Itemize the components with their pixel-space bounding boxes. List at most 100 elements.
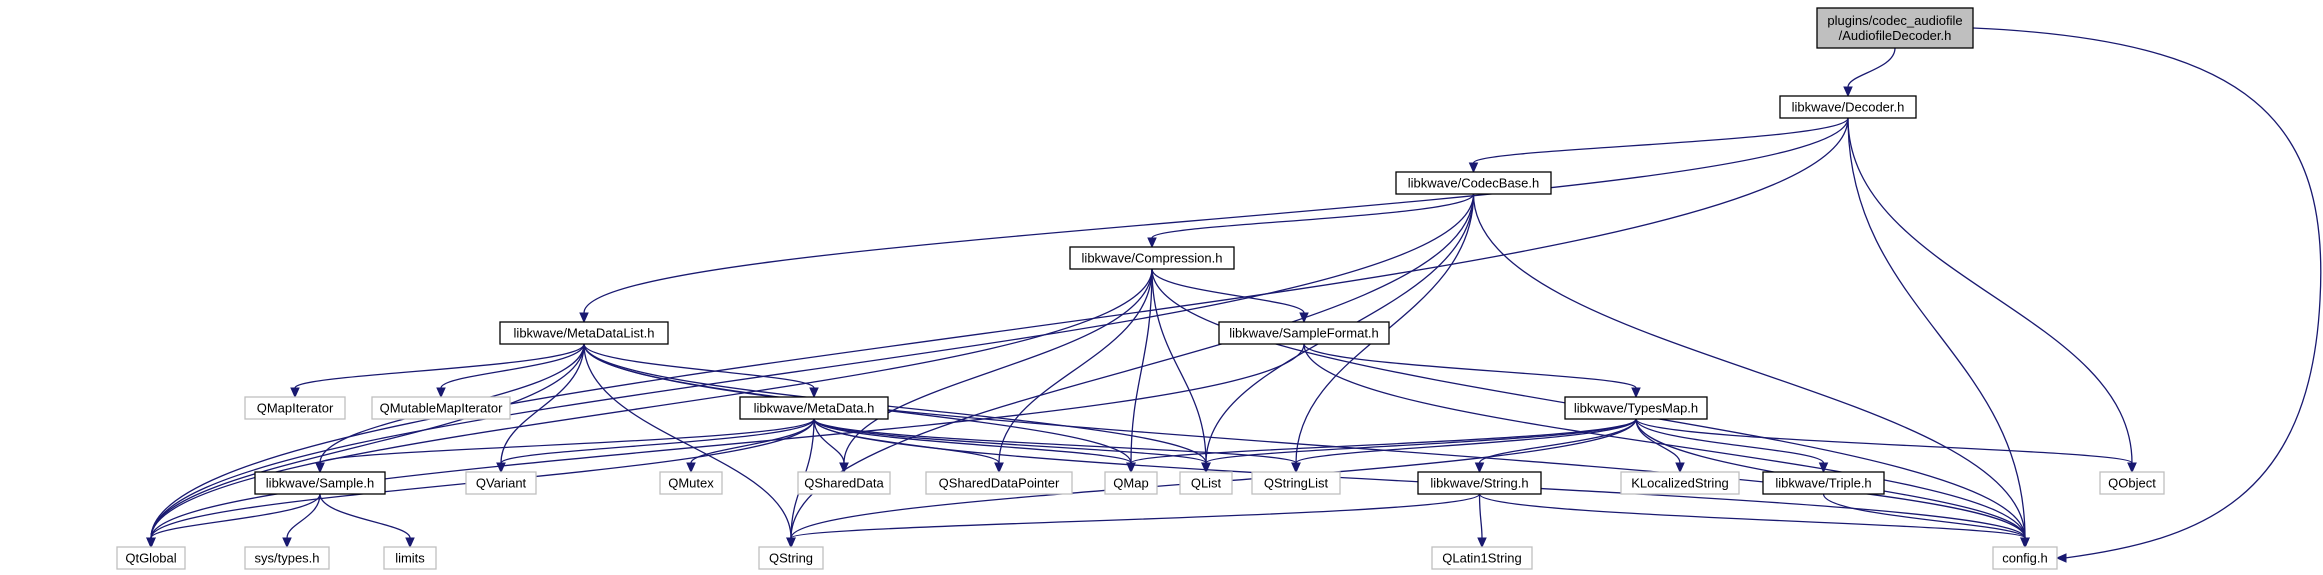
node-sampleformat[interactable]: libkwave/SampleFormat.h bbox=[1218, 321, 1390, 345]
node-string[interactable]: libkwave/String.h bbox=[1417, 471, 1542, 495]
node-qmutablemapiterator-label: QMutableMapIterator bbox=[380, 401, 504, 416]
node-codecbase[interactable]: libkwave/CodecBase.h bbox=[1395, 171, 1552, 195]
arrow-sample-limits bbox=[405, 537, 415, 549]
edge-sample-limits bbox=[319, 493, 411, 539]
node-decoder[interactable]: libkwave/Decoder.h bbox=[1779, 95, 1917, 119]
node-qstringlist: QStringList bbox=[1251, 471, 1341, 495]
node-qtglobal-box bbox=[116, 546, 186, 570]
arrow-metadata-sample bbox=[315, 462, 325, 474]
edge-compression-qshareddatapointer bbox=[998, 268, 1153, 464]
node-qmutex: QMutex bbox=[659, 471, 723, 495]
node-qmapiterator-label: QMapIterator bbox=[257, 401, 334, 416]
node-sampleformat-box bbox=[1218, 321, 1390, 345]
edge-triple-config bbox=[1822, 493, 2026, 539]
arrow-codecbase-compression bbox=[1147, 237, 1157, 249]
edge-decoder-config bbox=[1847, 117, 2026, 539]
edge-decoder-metadatalist bbox=[583, 117, 1849, 314]
edge-metadatalist-metadata bbox=[583, 343, 815, 389]
arrow-triple-config bbox=[2020, 537, 2030, 549]
edge-codecbase-qtglobal bbox=[150, 193, 1475, 539]
edge-sampleformat-qtglobal bbox=[150, 343, 1305, 539]
node-triple-box bbox=[1762, 471, 1885, 495]
node-limits-label: limits bbox=[395, 551, 425, 566]
arrow-metadata-qshareddatapointer bbox=[994, 462, 1004, 474]
node-qmutablemapiterator: QMutableMapIterator bbox=[371, 396, 511, 420]
edge-root-decoder bbox=[1847, 47, 1896, 88]
edge-decoder-qtglobal bbox=[150, 117, 1849, 539]
edge-typesmap-qobject bbox=[1635, 418, 2133, 464]
node-qstring-label: QString bbox=[769, 551, 813, 566]
node-limits-box bbox=[383, 546, 437, 570]
node-compression-box bbox=[1069, 246, 1235, 270]
arrow-metadatalist-qmutablemapiterator bbox=[436, 387, 446, 399]
edge-typesmap-qmap bbox=[1130, 418, 1637, 464]
node-codecbase-box bbox=[1395, 171, 1552, 195]
node-klocalizedstring-box bbox=[1620, 471, 1740, 495]
node-string-box bbox=[1417, 471, 1542, 495]
edge-metadatalist-qlist bbox=[583, 343, 1207, 464]
edge-metadata-qmutex bbox=[690, 418, 815, 464]
node-sample[interactable]: libkwave/Sample.h bbox=[254, 471, 386, 495]
node-compression-label: libkwave/Compression.h bbox=[1082, 251, 1223, 266]
edge-string-config bbox=[1478, 493, 2026, 539]
edge-root-config bbox=[1972, 27, 2322, 559]
node-sampleformat-label: libkwave/SampleFormat.h bbox=[1229, 326, 1379, 341]
arrow-root-config bbox=[2055, 553, 2067, 563]
node-config: config.h bbox=[1992, 546, 2058, 570]
node-sample-box bbox=[254, 471, 386, 495]
node-qobject-label: QObject bbox=[2108, 476, 2156, 491]
edge-metadatalist-config bbox=[583, 343, 2026, 539]
node-qshareddata: QSharedData bbox=[797, 471, 891, 495]
node-qlatin1string: QLatin1String bbox=[1431, 546, 1533, 570]
node-limits: limits bbox=[383, 546, 437, 570]
node-root-label: plugins/codec_audiofile bbox=[1827, 13, 1962, 28]
edge-sample-qtglobal bbox=[150, 493, 321, 539]
node-qshareddatapointer: QSharedDataPointer bbox=[925, 471, 1073, 495]
node-decoder-box bbox=[1779, 95, 1917, 119]
node-qlist-box bbox=[1179, 471, 1233, 495]
edge-sampleformat-typesmap bbox=[1303, 343, 1637, 389]
node-config-box bbox=[1992, 546, 2058, 570]
node-sample-label: libkwave/Sample.h bbox=[266, 476, 374, 491]
node-metadatalist-box bbox=[499, 321, 669, 345]
node-qlatin1string-label: QLatin1String bbox=[1442, 551, 1522, 566]
edge-typesmap-string bbox=[1478, 418, 1637, 464]
node-qmutex-box bbox=[659, 471, 723, 495]
node-qlatin1string-box bbox=[1431, 546, 1533, 570]
node-metadatalist[interactable]: libkwave/MetaDataList.h bbox=[499, 321, 669, 345]
node-root[interactable]: plugins/codec_audiofile/AudiofileDecoder… bbox=[1816, 7, 1974, 49]
arrow-typesmap-qmap bbox=[1126, 462, 1136, 474]
edge-metadatalist-qstring bbox=[583, 343, 792, 539]
edge-metadata-qshareddata bbox=[813, 418, 845, 464]
node-qmap-box bbox=[1104, 471, 1158, 495]
node-typesmap-label: libkwave/TypesMap.h bbox=[1574, 401, 1698, 416]
node-metadata[interactable]: libkwave/MetaData.h bbox=[739, 396, 889, 420]
edge-decoder-codecbase bbox=[1472, 117, 1849, 164]
arrow-sample-qtglobal bbox=[146, 537, 156, 549]
edge-metadatalist-qmapiterator bbox=[294, 343, 585, 389]
node-metadata-label: libkwave/MetaData.h bbox=[754, 401, 875, 416]
node-config-label: config.h bbox=[2002, 551, 2048, 566]
arrow-sample-systypes bbox=[282, 537, 292, 549]
node-qtglobal: QtGlobal bbox=[116, 546, 186, 570]
node-qshareddatapointer-label: QSharedDataPointer bbox=[939, 476, 1060, 491]
arrow-root-decoder bbox=[1843, 86, 1853, 98]
node-codecbase-label: libkwave/CodecBase.h bbox=[1408, 176, 1540, 191]
arrow-metadata-qmutex bbox=[686, 462, 696, 474]
arrow-compression-sampleformat bbox=[1299, 312, 1309, 324]
node-typesmap[interactable]: libkwave/TypesMap.h bbox=[1564, 396, 1708, 420]
node-qstringlist-box bbox=[1251, 471, 1341, 495]
node-qvariant-box bbox=[465, 471, 537, 495]
node-qstringlist-label: QStringList bbox=[1264, 476, 1329, 491]
node-qstring: QString bbox=[758, 546, 824, 570]
edge-compression-qmap bbox=[1130, 268, 1153, 464]
arrow-typesmap-triple bbox=[1818, 462, 1829, 474]
node-triple[interactable]: libkwave/Triple.h bbox=[1762, 471, 1885, 495]
arrow-metadata-qvariant bbox=[496, 462, 506, 474]
node-root-box bbox=[1816, 7, 1974, 49]
arrow-string-qlatin1string bbox=[1477, 537, 1487, 549]
edge-string-qlatin1string bbox=[1478, 493, 1483, 539]
node-compression[interactable]: libkwave/Compression.h bbox=[1069, 246, 1235, 270]
node-qshareddatapointer-box bbox=[925, 471, 1073, 495]
